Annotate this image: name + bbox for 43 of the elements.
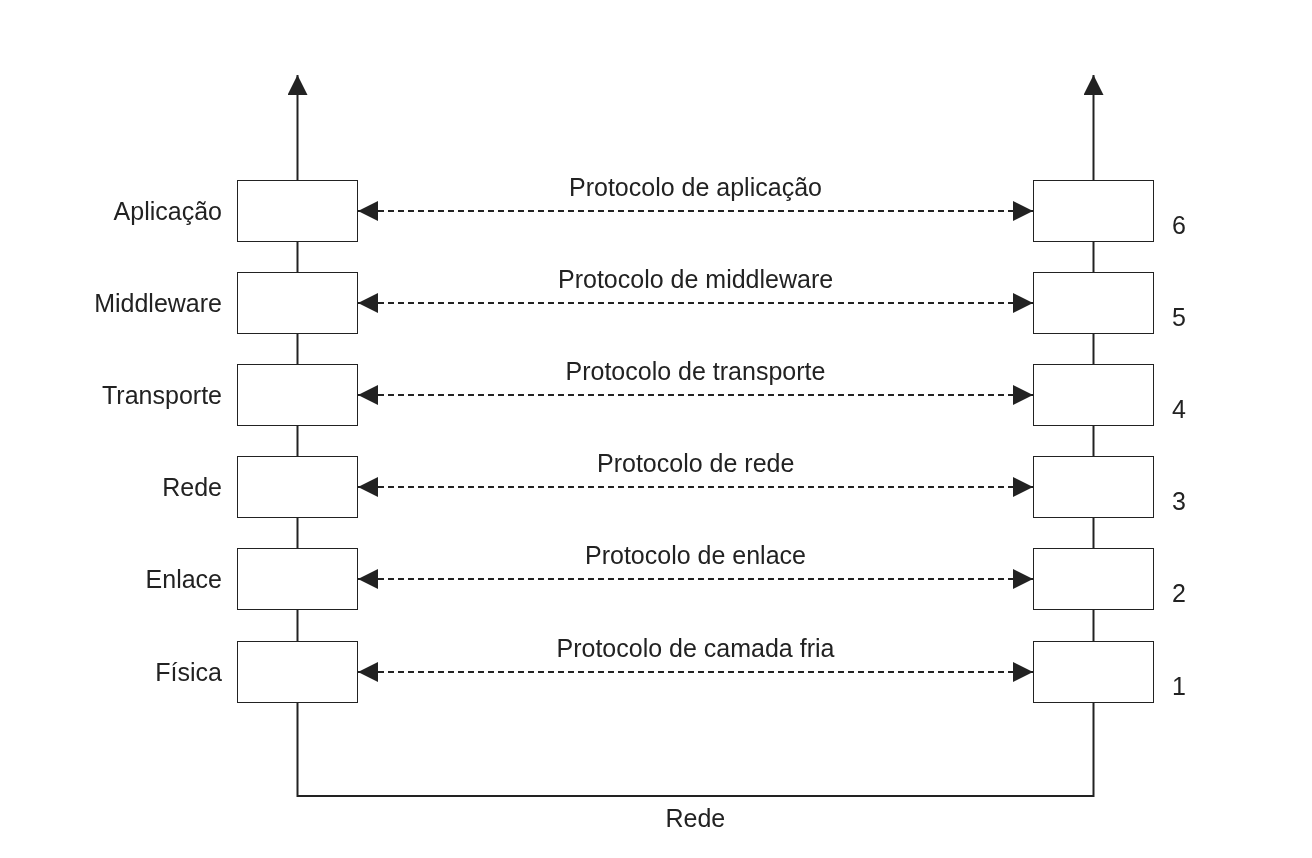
layer-name: Aplicação [113, 196, 222, 226]
connector-line [296, 702, 1095, 797]
dashed-arrow [357, 293, 1034, 313]
layer-number: 2 [1172, 578, 1186, 608]
arrow [1083, 74, 1104, 181]
connector-line [1092, 241, 1095, 273]
dashed-arrow [357, 385, 1034, 405]
connector-line [296, 241, 299, 273]
connector-line [1092, 517, 1095, 549]
layer-box [1033, 180, 1154, 242]
connector-line [296, 517, 299, 549]
connector-line [296, 609, 299, 642]
layer-number: 1 [1172, 671, 1186, 701]
layer-name: Transporte [102, 380, 222, 410]
layer-name: Enlace [145, 564, 222, 594]
arrow [287, 74, 308, 181]
layer-name: Física [155, 657, 222, 687]
dashed-arrow [357, 201, 1034, 221]
layer-box [1033, 548, 1154, 610]
layer-box [1033, 641, 1154, 703]
layer-box [1033, 456, 1154, 518]
layer-box [237, 272, 358, 334]
layer-box [237, 456, 358, 518]
layer-name: Rede [162, 472, 222, 502]
dashed-arrow [357, 477, 1034, 497]
dashed-arrow [357, 662, 1034, 682]
layer-box [237, 548, 358, 610]
connector-line [296, 425, 299, 457]
layer-box [237, 180, 358, 242]
layer-number: 6 [1172, 210, 1186, 240]
layer-name: Middleware [94, 288, 222, 318]
connector-line [296, 333, 299, 365]
connector-line [1092, 425, 1095, 457]
layer-number: 5 [1172, 302, 1186, 332]
layer-box [1033, 272, 1154, 334]
layer-number: 3 [1172, 486, 1186, 516]
connector-line [1092, 609, 1095, 642]
layer-box [237, 641, 358, 703]
connector-line [1092, 333, 1095, 365]
layer-box [1033, 364, 1154, 426]
dashed-arrow [357, 569, 1034, 589]
layer-box [237, 364, 358, 426]
layer-number: 4 [1172, 394, 1186, 424]
